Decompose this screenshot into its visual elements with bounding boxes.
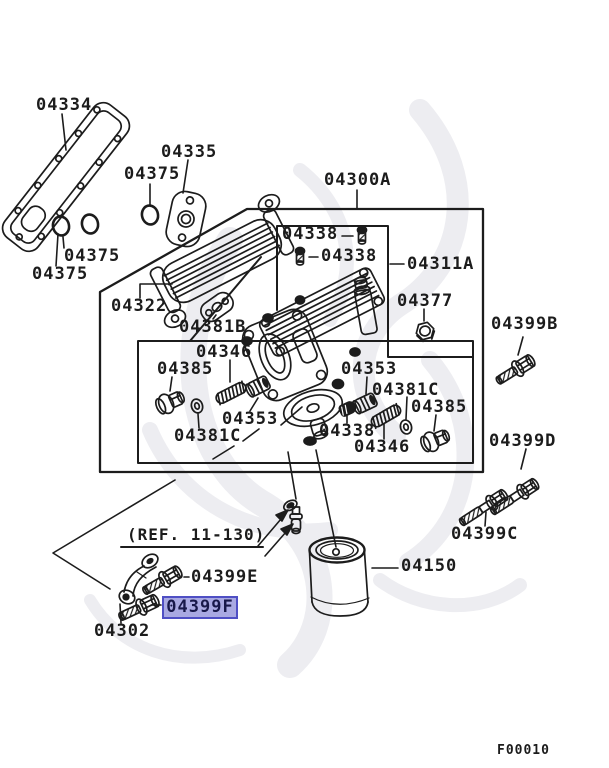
part-label-04311a[interactable]: 04311A: [407, 254, 475, 274]
part-label-04300a[interactable]: 04300A: [324, 170, 392, 190]
part-label-04322[interactable]: 04322: [111, 296, 168, 316]
part-label-04353-2[interactable]: 04353: [341, 359, 398, 379]
flange-04335-drawing: [165, 190, 207, 248]
leader-lines: [52, 113, 527, 624]
gasket-04334-drawing: [1, 101, 131, 253]
bolt-04399b-drawing: [491, 350, 539, 390]
oil-filter-04150-drawing: [308, 536, 370, 617]
selected-part-highlight[interactable]: 04399F: [162, 596, 238, 619]
part-label-04399d[interactable]: 04399D: [489, 431, 557, 451]
part-label-04335[interactable]: 04335: [161, 142, 218, 162]
gasket-04381b-drawing: [200, 291, 234, 323]
oil-cooler-04322-drawing: [149, 193, 295, 329]
part-label-04346-2[interactable]: 04346: [354, 437, 411, 457]
plug-04353-left: [243, 374, 272, 399]
part-label-04381b[interactable]: 04381B: [179, 317, 247, 337]
ref-note: (REF. 11-130): [127, 525, 266, 544]
nut-04377-drawing: [415, 321, 436, 343]
part-label-04338-2[interactable]: 04338: [321, 246, 378, 266]
bracket-04311a-drawing: [241, 267, 386, 446]
part-label-04353-1[interactable]: 04353: [222, 409, 279, 429]
part-label-04375-2[interactable]: 04375: [64, 246, 121, 266]
part-label-04375-3[interactable]: 04375: [32, 264, 89, 284]
part-label-04399c[interactable]: 04399C: [451, 524, 519, 544]
assembly-outline-box: [98, 207, 485, 474]
banjo-fitting-drawing: [282, 499, 303, 535]
part-label-04399e[interactable]: 04399E: [191, 567, 259, 587]
part-label-04302[interactable]: 04302: [94, 621, 151, 641]
part-label-04377[interactable]: 04377: [397, 291, 454, 311]
part-label-04150[interactable]: 04150: [401, 556, 458, 576]
part-label-04399b[interactable]: 04399B: [491, 314, 559, 334]
part-label-04338-3[interactable]: 04338: [319, 421, 376, 441]
part-label-04334[interactable]: 04334: [36, 95, 93, 115]
part-label-04338-1[interactable]: 04338: [282, 224, 339, 244]
part-label-04381c-1[interactable]: 04381C: [174, 426, 242, 446]
part-label-04375-1[interactable]: 04375: [124, 164, 181, 184]
pipe-04302-drawing: [118, 553, 159, 605]
figure-code: F00010: [497, 743, 550, 758]
part-label-04385-1[interactable]: 04385: [157, 359, 214, 379]
jet-04338-upper: [356, 225, 368, 245]
spring-04346-left: [213, 379, 249, 407]
jet-04338-lower: [294, 246, 306, 266]
bolt-04385-right: [417, 424, 454, 456]
part-label-04346-1[interactable]: 04346: [196, 342, 253, 362]
part-label-04381c-2[interactable]: 04381C: [372, 380, 440, 400]
part-label-04399f[interactable]: 04399F: [166, 597, 234, 617]
part-label-04385-2[interactable]: 04385: [411, 397, 468, 417]
oring-04375-drawing: [51, 204, 160, 237]
